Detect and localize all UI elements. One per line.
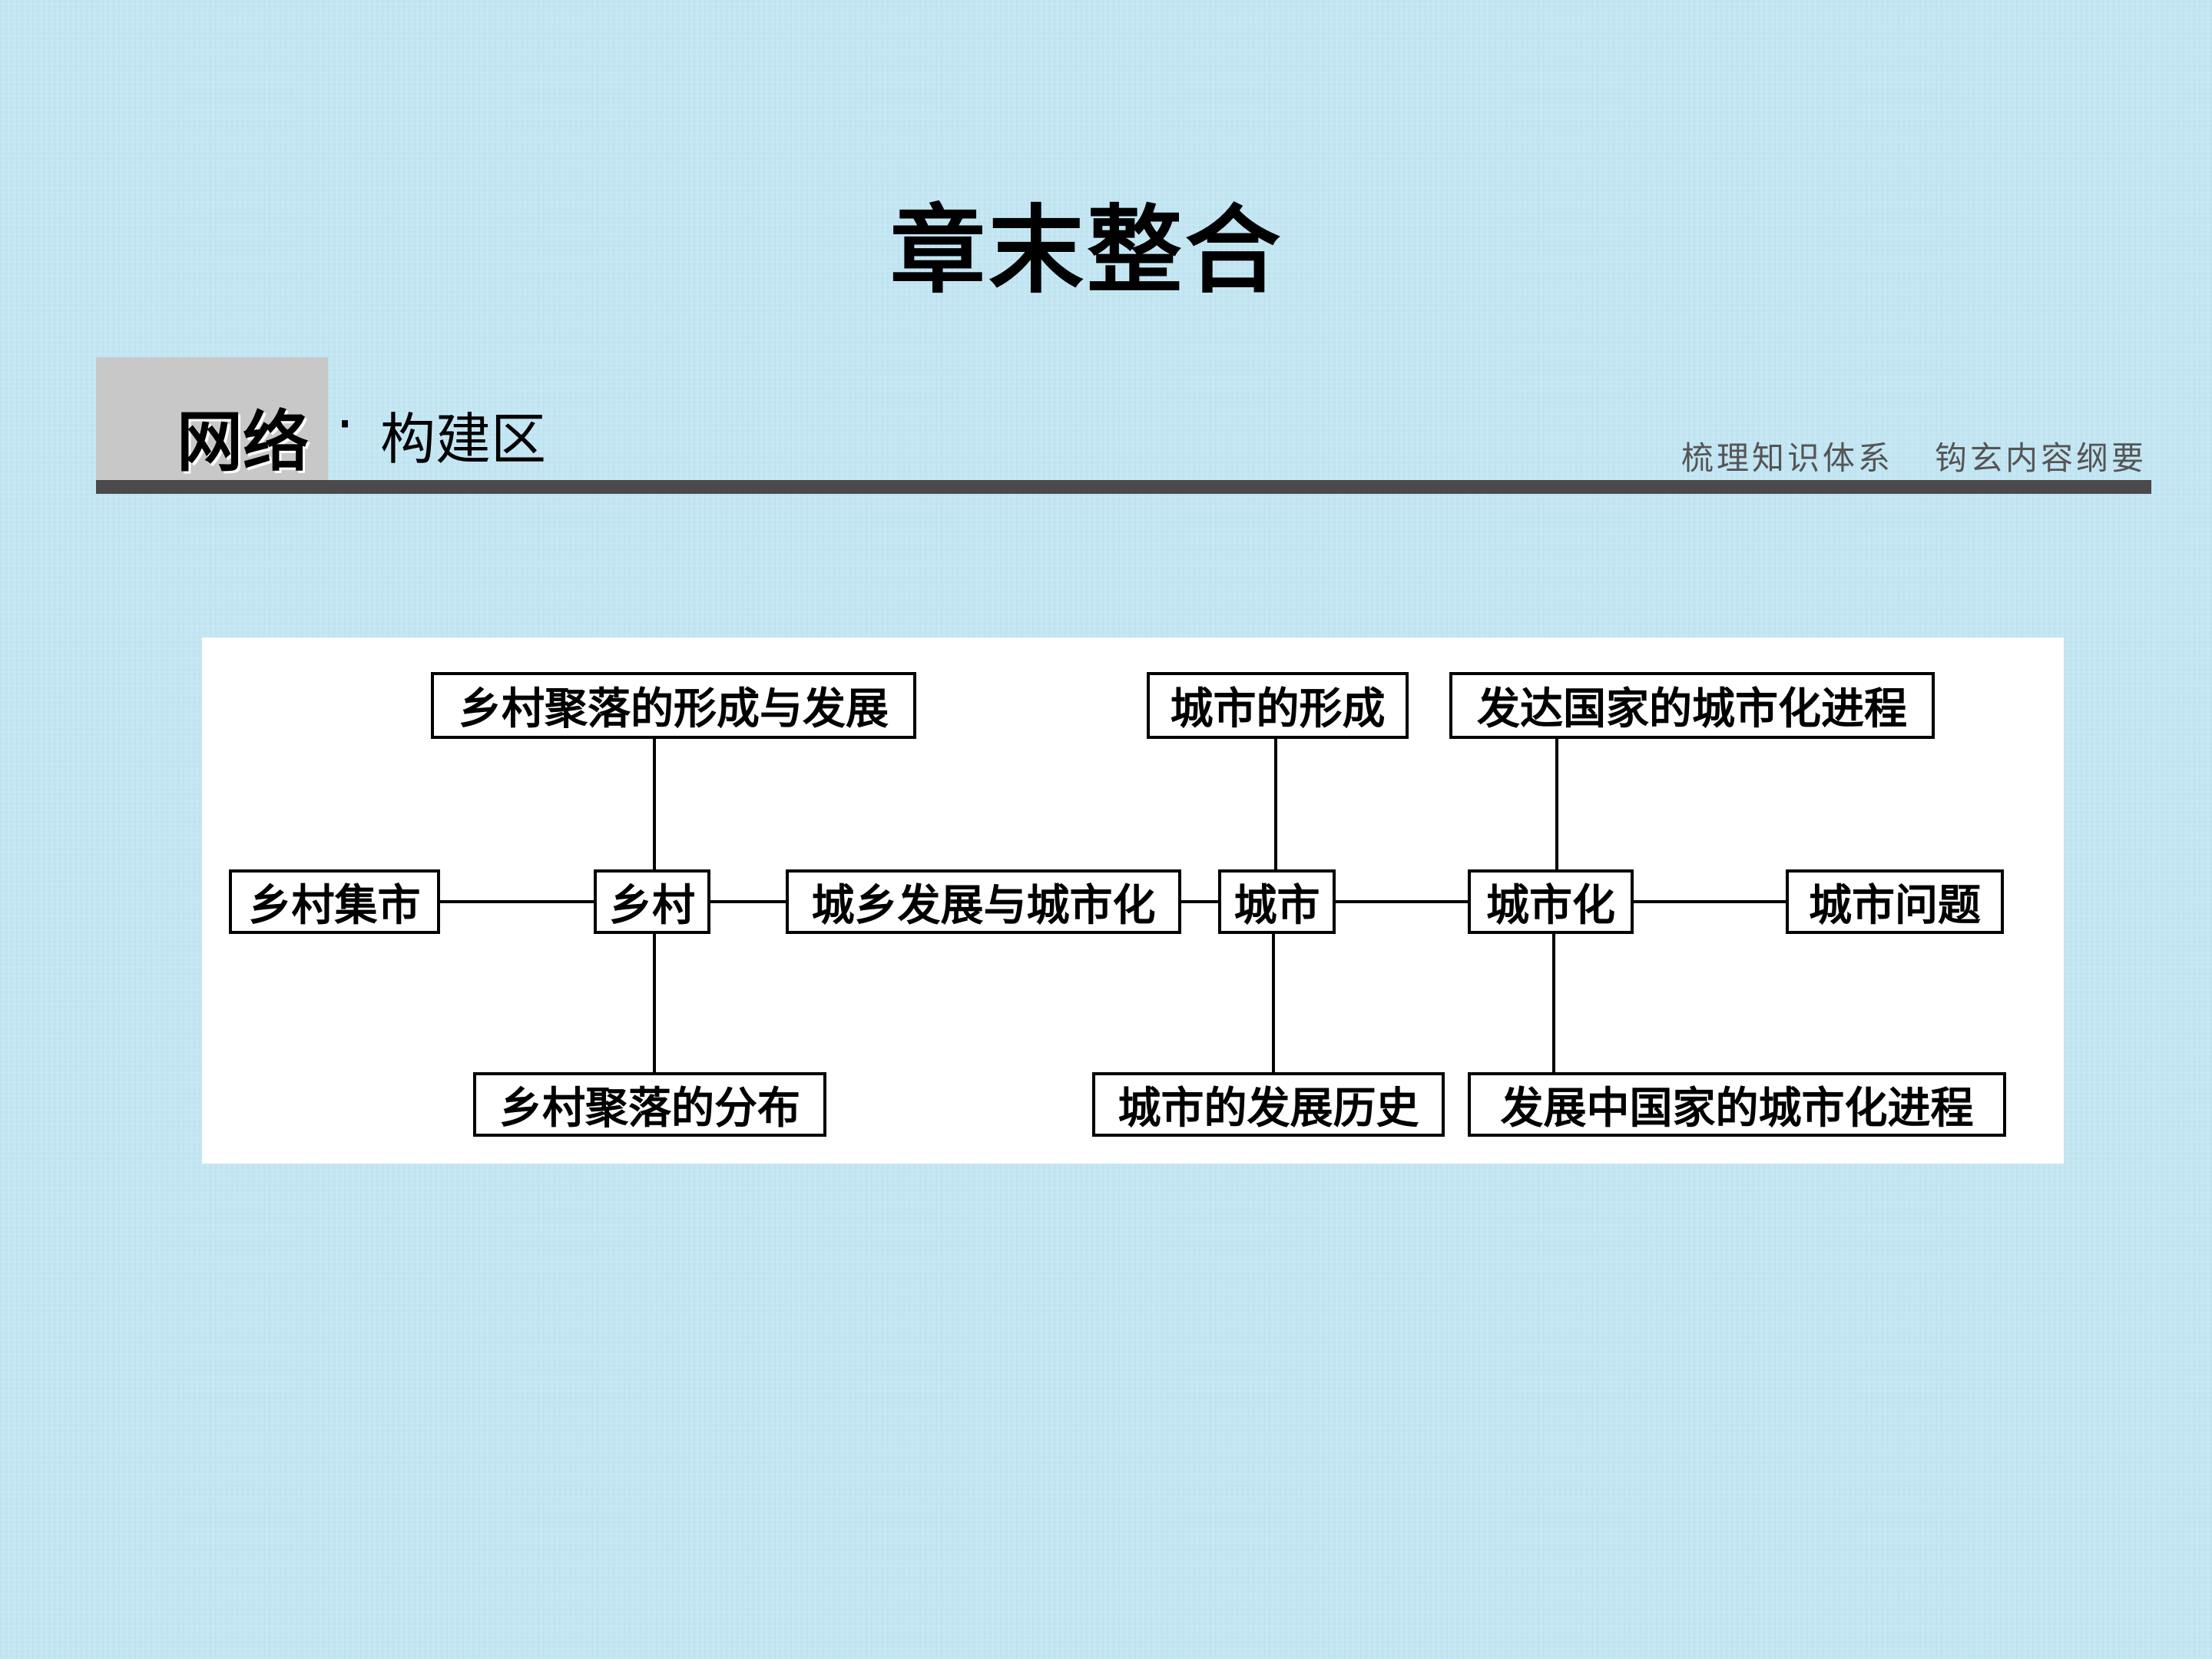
node-developing-urbanization: 发展中国家的城市化进程 [1468,1072,2006,1137]
node-developed-urbanization: 发达国家的城市化进程 [1449,672,1935,739]
node-city-formation: 城市的形成 [1147,672,1409,739]
tagline-part-1: 梳理知识体系 [1681,439,1893,477]
section-separator-dot: · [336,389,355,458]
section-tab [96,357,328,480]
section-subtitle: 构建区 [380,407,547,472]
node-rural: 乡村 [594,869,710,934]
node-rural-distribution: 乡村聚落的分布 [473,1072,826,1137]
node-rural-market: 乡村集市 [229,869,440,934]
node-city-history: 城市的发展历史 [1092,1072,1445,1137]
section-tagline: 梳理知识体系 钩玄内容纲要 [1681,432,2147,479]
header-divider [96,480,2151,494]
node-rural-formation: 乡村聚落的形成与发展 [431,672,916,739]
node-urban-rural-development: 城乡发展与城市化 [786,869,1181,934]
node-city: 城市 [1218,869,1336,934]
section-header: 网络 · 构建区 梳理知识体系 钩玄内容纲要 [96,357,2151,494]
node-urban-problems: 城市问题 [1786,869,2004,934]
node-urbanization: 城市化 [1468,869,1634,934]
section-tab-label: 网络 [177,404,309,481]
tagline-part-2: 钩玄内容纲要 [1934,439,2147,477]
page-title: 章末整合 [889,195,1283,306]
concept-map-panel: 乡村聚落的形成与发展 城市的形成 发达国家的城市化进程 乡村集市 乡村 城乡发展… [202,637,2064,1164]
connector-lines [439,736,1787,1074]
